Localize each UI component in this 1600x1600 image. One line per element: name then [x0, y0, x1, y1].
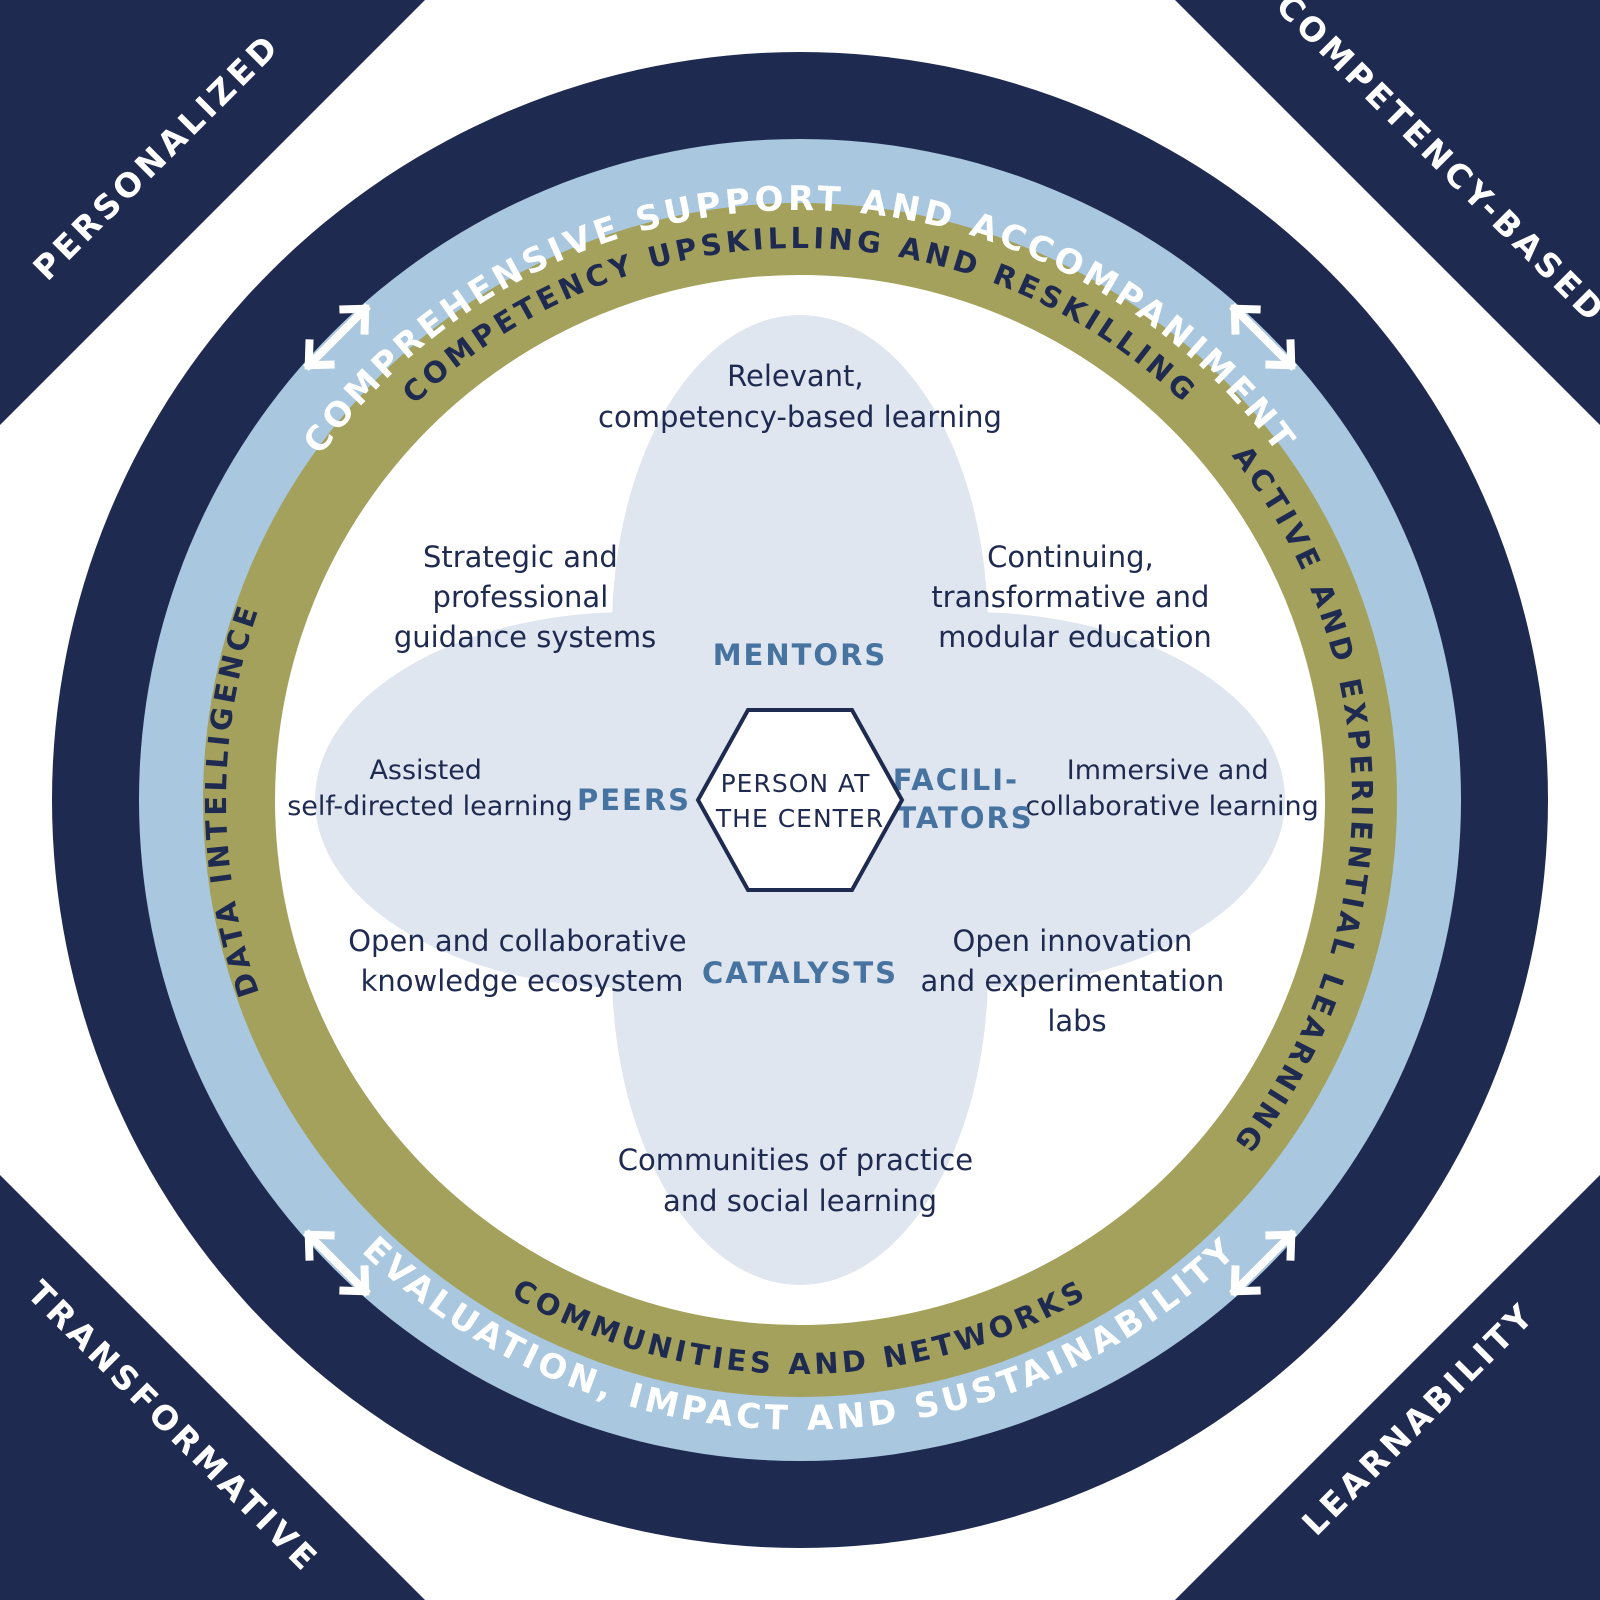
- role-peers: PEERS: [577, 783, 691, 817]
- center-hexagon: [695, 708, 905, 892]
- item-top-left: Strategic and professional guidance syst…: [394, 540, 656, 654]
- role-catalysts: CATALYSTS: [702, 956, 898, 990]
- double-arrow-icon: [303, 303, 371, 371]
- corner-top-left: [0, 0, 425, 425]
- corner-bottom-right: [1175, 1175, 1600, 1600]
- petal-right: [655, 612, 1285, 988]
- double-arrow-icon: [1229, 303, 1297, 371]
- item-bottom-left: Open and collaborative knowledge ecosyst…: [348, 924, 696, 998]
- corner-top-right: [1175, 0, 1600, 425]
- double-arrow-icon: [1229, 1229, 1297, 1297]
- corner-bottom-left: [0, 1175, 425, 1600]
- item-top-right: Continuing, transformative and modular e…: [931, 540, 1218, 654]
- item-top: Relevant, competency-based learning: [598, 359, 1002, 434]
- center-label: PERSON AT THE CENTER: [715, 769, 884, 833]
- item-left: Assisted self-directed learning: [287, 755, 573, 822]
- item-right: Immersive and collaborative learning: [1025, 755, 1319, 822]
- role-facilitators: FACILI- TATORS: [893, 763, 1034, 835]
- arrows: [303, 303, 1297, 1297]
- double-arrow-icon: [303, 1229, 371, 1297]
- item-bottom-right: Open innovation and experimentation labs: [921, 924, 1234, 1038]
- item-bottom: Communities of practice and social learn…: [618, 1143, 983, 1218]
- role-mentors: MENTORS: [713, 638, 888, 672]
